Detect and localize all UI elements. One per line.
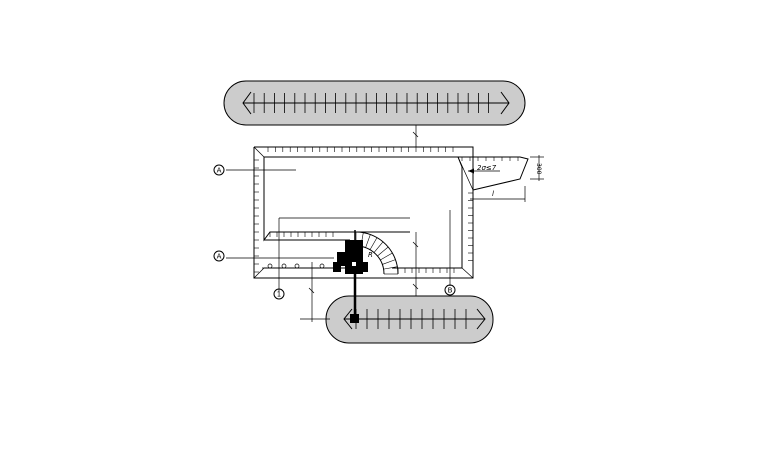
arc-tick <box>365 234 371 248</box>
top-track <box>223 80 526 126</box>
arc-tick <box>369 237 378 250</box>
dim-arm-tick <box>308 287 315 294</box>
excavator-track-right <box>360 262 368 272</box>
ramp-diagonal <box>457 156 474 191</box>
arc-tick <box>380 252 393 261</box>
ramp-outline <box>458 156 529 191</box>
marker-a-mid-label: A <box>217 253 222 261</box>
corner-bl <box>253 267 265 279</box>
dim-mid-tick <box>412 241 419 248</box>
corner-tl <box>253 146 265 158</box>
bottom-track <box>325 295 494 344</box>
arc-tick <box>377 246 389 257</box>
grid-markers: A A 1 B <box>213 164 456 300</box>
marker-1: 1 <box>273 288 285 300</box>
excavator-window <box>352 262 356 266</box>
dim-low-tick <box>412 283 419 290</box>
bottom-track-right-arrow <box>476 308 486 330</box>
bench-marker-2 <box>281 263 287 269</box>
dimension-lines <box>226 125 544 322</box>
marker-b: B <box>444 284 456 296</box>
bench-marker-4 <box>319 263 325 269</box>
top-track-left-arrow <box>242 91 252 115</box>
bench-marker-1 <box>267 263 273 269</box>
marker-1-label: 1 <box>277 291 281 299</box>
slope-arrow-head <box>468 168 474 174</box>
slope-label: 2σ≤7 <box>477 164 497 172</box>
corner-br <box>461 267 474 279</box>
road-arc-ticks <box>355 232 398 275</box>
arc-tick <box>382 259 396 265</box>
marker-b-label: B <box>448 287 453 295</box>
width-label: 300 <box>535 163 542 175</box>
marker-a-mid: A <box>213 250 225 262</box>
excavator <box>333 230 368 323</box>
bench-markers <box>267 263 325 269</box>
inner-contour-right <box>264 156 463 269</box>
arc-tick <box>383 266 398 270</box>
dim-top-tick <box>412 131 419 138</box>
excavator-bucket <box>350 314 359 323</box>
arc-tick <box>373 241 384 253</box>
labels: 2σ≤7 300 l <box>477 163 542 198</box>
excavation-outline <box>253 146 529 279</box>
curved-road: R <box>355 231 399 275</box>
excavator-body <box>345 240 363 274</box>
top-track-right-arrow <box>500 91 510 115</box>
arc-radius-label: R <box>368 251 373 259</box>
excavator-cab <box>337 252 347 266</box>
marker-a-top: A <box>213 164 225 176</box>
bottom-track-left-arrow <box>343 308 353 330</box>
bench-marker-3 <box>294 263 300 269</box>
slope-hatch-ticks <box>254 147 519 273</box>
inner-contour-left <box>263 157 410 242</box>
marker-a-top-label: A <box>217 167 222 175</box>
small-tick-label: l <box>492 190 494 198</box>
excavator-track-left <box>333 262 341 272</box>
top-track-ties <box>253 93 490 113</box>
